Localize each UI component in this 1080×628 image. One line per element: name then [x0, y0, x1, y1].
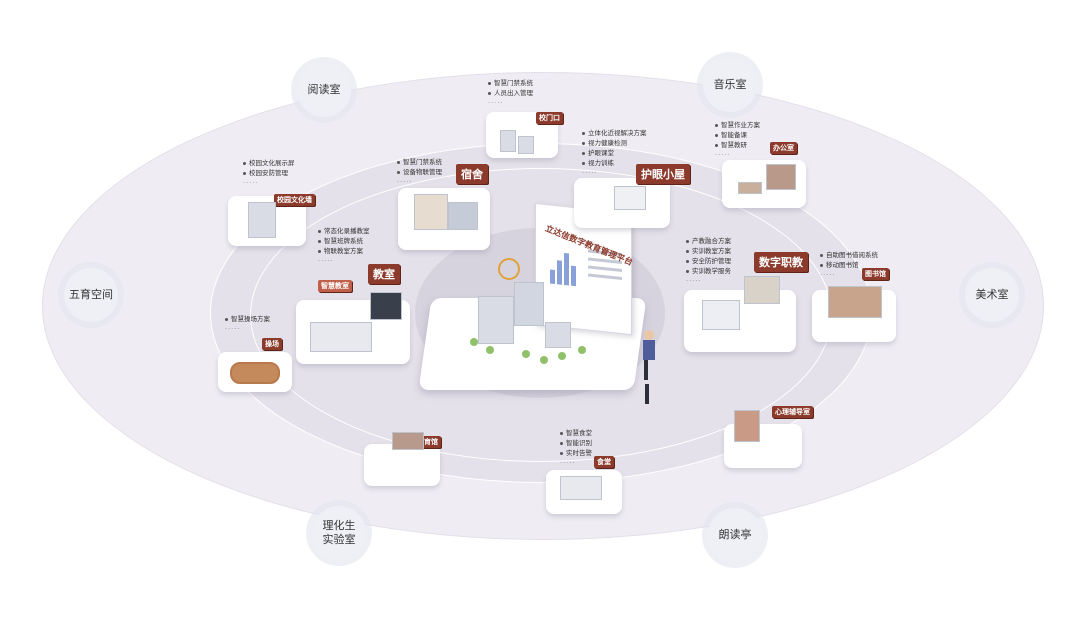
- tree: [486, 346, 494, 354]
- gate-turnstile: [518, 136, 534, 154]
- eye-chart-board: [614, 186, 646, 210]
- vocational-bullets: 产教融合方案 实训教室方案 安全防护管理 实训教学服务 .....: [686, 237, 731, 283]
- eye-bullets: 立体化近视解决方案 视力健康检测 护眼课堂 视力训练 .....: [582, 129, 647, 175]
- tile-psych-room[interactable]: 心理辅导室: [724, 406, 813, 468]
- dorm-bed: [448, 202, 478, 230]
- psych-wall: [734, 410, 760, 442]
- library-bullets: 自助图书借阅系统 移动图书馆 .....: [820, 251, 878, 277]
- tree: [470, 338, 478, 346]
- tile-gym[interactable]: 体育馆: [364, 432, 441, 486]
- office-sign: 办公室: [770, 142, 797, 154]
- classroom-sign: 教室: [368, 264, 400, 284]
- playground-sign: 操场: [262, 338, 282, 350]
- label-reading-room: 阅读室: [297, 63, 351, 117]
- tile-dorm[interactable]: 宿舍: [398, 164, 490, 250]
- screen-chart: [550, 243, 580, 287]
- tile-campus-culture[interactable]: 校园文化墙: [228, 194, 315, 246]
- dorm-bullets: 智慧门禁系统 设备物联管理 .....: [397, 158, 442, 184]
- tree: [522, 350, 530, 358]
- running-track: [230, 362, 280, 384]
- center-building-mid: [514, 282, 544, 326]
- office-desk: [738, 182, 762, 194]
- tile-eye-care[interactable]: 护眼小屋: [574, 164, 690, 228]
- gate-bullets: 智慧门禁系统 人员出入管理 .....: [488, 79, 533, 105]
- lightbulb-icon: [498, 258, 520, 280]
- vocational-sign: 数字职教: [754, 252, 808, 272]
- presenter-person: [643, 330, 655, 404]
- tile-library[interactable]: 图书馆: [812, 268, 896, 342]
- canteen-bullets: 智慧食堂 智能识别 实时告警 .....: [560, 429, 592, 465]
- library-shelves: [828, 286, 882, 318]
- tree: [578, 346, 586, 354]
- campus-bullets: 校园文化展示屏 校园安防管理 .....: [243, 159, 295, 185]
- label-five-edu-space: 五育空间: [64, 268, 118, 322]
- campus-culture-sign: 校园文化墙: [274, 194, 315, 206]
- eye-care-sign: 护眼小屋: [636, 164, 690, 184]
- vocational-bench: [702, 300, 740, 330]
- tree: [558, 352, 566, 360]
- tile-playground[interactable]: 操场: [218, 338, 292, 392]
- gate-sign: 校门口: [536, 112, 563, 124]
- gym-panel: [392, 432, 424, 450]
- dorm-sign: 宿舍: [456, 164, 488, 184]
- library-sign: 图书馆: [862, 268, 889, 280]
- center-building-right: [545, 322, 571, 348]
- label-lab: 理化生 实验室: [312, 506, 366, 560]
- label-art-room: 美术室: [965, 268, 1019, 322]
- tile-canteen[interactable]: 食堂: [546, 456, 622, 514]
- campus-building: [248, 202, 276, 238]
- classroom-board: [370, 292, 402, 320]
- classroom-bullets: 常态化录播教室 智慧班牌系统 物联教室方案 .....: [318, 227, 370, 263]
- office-cabinet: [766, 164, 796, 190]
- canteen-counter: [560, 476, 602, 500]
- gate-turnstile: [500, 130, 516, 152]
- canteen-sign: 食堂: [594, 456, 614, 468]
- classroom-screen: 智慧教室: [318, 280, 352, 292]
- tile-gate[interactable]: 校门口: [486, 112, 563, 158]
- tile-classroom[interactable]: 教室 智慧教室: [296, 264, 410, 364]
- playground-bullets: 智慧操场方案 .....: [225, 315, 270, 331]
- vocational-screen: [744, 276, 780, 304]
- dorm-wall: [414, 194, 448, 230]
- tree: [540, 356, 548, 364]
- psych-room-sign: 心理辅导室: [772, 406, 813, 418]
- tile-digital-vocational[interactable]: 数字职教: [684, 252, 808, 352]
- label-reading-pavilion: 朗读亭: [708, 508, 762, 562]
- center-building-left: [478, 296, 514, 344]
- office-bullets: 智慧作业方案 智能备课 智慧教研 .....: [715, 121, 760, 157]
- tile-office[interactable]: 办公室: [722, 142, 806, 208]
- classroom-desks: [310, 322, 372, 352]
- label-music-room: 音乐室: [703, 58, 757, 112]
